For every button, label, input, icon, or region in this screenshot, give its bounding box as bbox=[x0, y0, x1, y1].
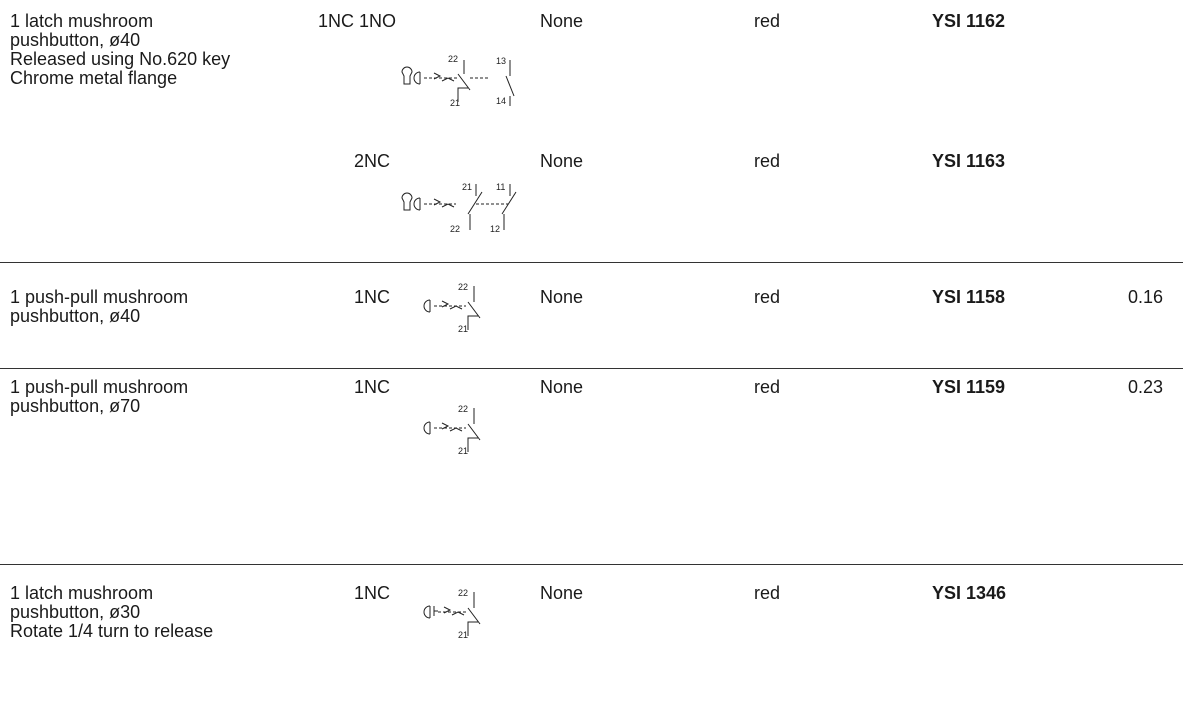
description-line: Released using No.620 key bbox=[10, 49, 231, 69]
description-line: pushbutton, ø30 bbox=[10, 602, 141, 622]
reference-cell: YSI 1162 bbox=[932, 11, 1006, 31]
weight-cell: 0.23 bbox=[1128, 377, 1164, 397]
description-cell: 1 latch mushroom pushbutton, ø30 Rotate … bbox=[10, 584, 213, 641]
key-release-nc-no-contact-symbol: 22 21 13 14 bbox=[401, 54, 515, 108]
terminal-label: 13 bbox=[496, 56, 506, 66]
row-divider bbox=[0, 564, 1183, 565]
rotate-release-nc-contact-symbol: 22 21 bbox=[423, 588, 481, 640]
contacts-cell: 1NC bbox=[354, 377, 391, 397]
terminal-label: 14 bbox=[496, 96, 506, 106]
contacts-cell: 1NC 1NO bbox=[318, 11, 397, 31]
description-line: Rotate 1/4 turn to release bbox=[10, 621, 214, 641]
terminal-label: 22 bbox=[458, 282, 468, 292]
operator-cell: None bbox=[540, 11, 584, 31]
color-cell: red bbox=[754, 11, 781, 31]
terminal-label: 22 bbox=[458, 588, 468, 598]
reference-cell: YSI 1346 bbox=[932, 583, 1007, 603]
terminal-label: 21 bbox=[462, 182, 472, 192]
key-release-2nc-contact-symbol: 21 22 11 12 bbox=[401, 182, 517, 234]
description-line: 1 latch mushroom bbox=[10, 11, 154, 31]
terminal-label: 22 bbox=[448, 54, 458, 64]
operator-cell: None bbox=[540, 151, 584, 171]
operator-cell: None bbox=[540, 583, 584, 603]
terminal-label: 21 bbox=[458, 324, 468, 334]
push-pull-nc-contact-symbol: 22 21 bbox=[423, 282, 481, 334]
description-line: pushbutton, ø40 bbox=[10, 30, 141, 50]
color-cell: red bbox=[754, 151, 781, 171]
description-line: pushbutton, ø70 bbox=[10, 396, 141, 416]
terminal-label: 11 bbox=[496, 182, 505, 192]
description-line: 1 push-pull mushroom bbox=[10, 287, 189, 307]
row-divider bbox=[0, 368, 1183, 369]
contacts-cell: 1NC bbox=[354, 287, 391, 307]
description-cell: 1 push-pull mushroom pushbutton, ø40 bbox=[10, 288, 188, 326]
color-cell: red bbox=[754, 287, 781, 307]
description-line: 1 push-pull mushroom bbox=[10, 377, 189, 397]
weight-cell: 0.16 bbox=[1128, 287, 1164, 307]
terminal-label: 21 bbox=[458, 630, 468, 640]
operator-cell: None bbox=[540, 287, 584, 307]
color-cell: red bbox=[754, 377, 781, 397]
terminal-label: 22 bbox=[450, 224, 460, 234]
terminal-label: 21 bbox=[458, 446, 468, 456]
terminal-label: 12 bbox=[490, 224, 500, 234]
reference-cell: YSI 1159 bbox=[932, 377, 1006, 397]
color-cell: red bbox=[754, 583, 781, 603]
operator-cell: None bbox=[540, 377, 584, 397]
row-divider bbox=[0, 262, 1183, 263]
contacts-cell: 2NC bbox=[354, 151, 391, 171]
terminal-label: 22 bbox=[458, 404, 468, 414]
description-cell: 1 push-pull mushroom pushbutton, ø70 bbox=[10, 378, 188, 416]
reference-cell: YSI 1158 bbox=[932, 287, 1006, 307]
description-line: Chrome metal flange bbox=[10, 68, 178, 88]
reference-cell: YSI 1163 bbox=[932, 151, 1006, 171]
description-cell: 1 latch mushroom pushbutton, ø40 Release… bbox=[10, 12, 230, 88]
contacts-cell: 1NC bbox=[354, 583, 391, 603]
description-line: pushbutton, ø40 bbox=[10, 306, 141, 326]
push-pull-nc-contact-symbol: 22 21 bbox=[423, 404, 481, 456]
terminal-label: 21 bbox=[450, 98, 460, 108]
description-line: 1 latch mushroom bbox=[10, 583, 154, 603]
